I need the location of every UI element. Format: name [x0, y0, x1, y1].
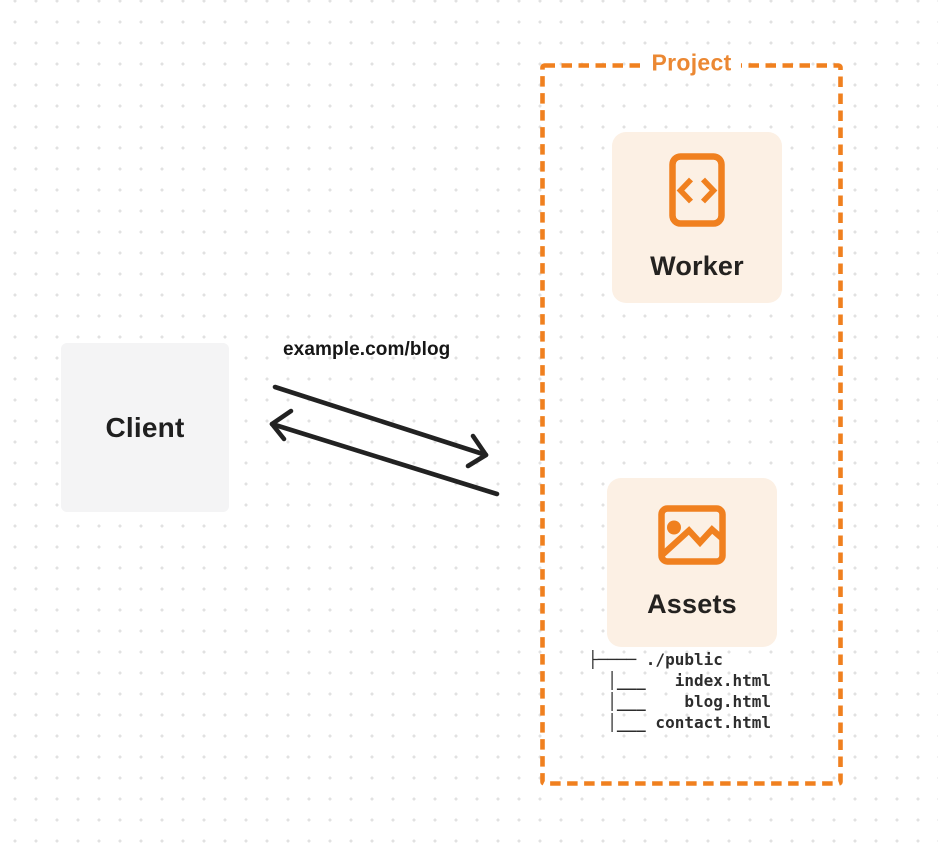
response-arrow-line: [269, 421, 500, 497]
request-arrow-line: [272, 384, 489, 458]
file-tree-line-public: ├──── ./public: [588, 650, 723, 669]
project-container: Project Worker: [540, 49, 843, 786]
file-tree-line-blog: │___ blog.html: [588, 692, 772, 711]
worker-label: Worker: [650, 251, 744, 281]
code-document-icon: [669, 153, 725, 227]
client-node: Client: [61, 343, 229, 512]
worker-node: Worker: [612, 132, 782, 303]
project-dashed-border: [540, 63, 843, 786]
request-url-label: example.com/blog: [283, 339, 451, 360]
response-arrowhead-icon: [269, 408, 294, 442]
client-label: Client: [105, 411, 185, 443]
file-tree-line-contact: │___ contact.html: [588, 713, 772, 732]
file-tree-line-index: │___ index.html: [588, 671, 772, 690]
assets-label: Assets: [647, 589, 737, 619]
image-icon: [658, 505, 726, 565]
request-arrowhead-icon: [465, 433, 489, 469]
assets-node: Assets: [607, 478, 777, 647]
assets-file-tree: ├──── ./public │___ index.html │___ blog…: [588, 649, 771, 733]
project-label: Project: [642, 49, 741, 77]
